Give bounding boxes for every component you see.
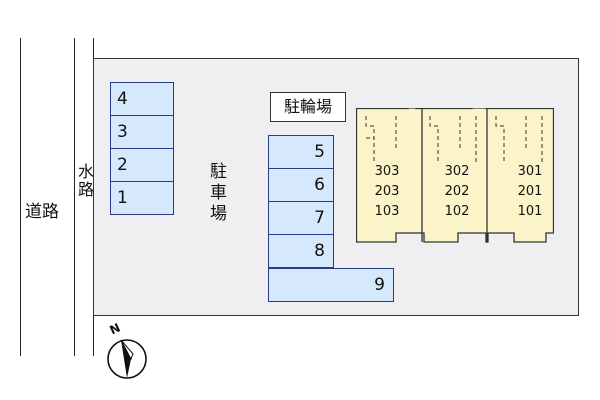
- stall-number: 8: [314, 241, 325, 261]
- stall-number: 1: [117, 188, 128, 208]
- parking-stall-3: 3: [110, 115, 174, 149]
- bicycle-parking-label: 駐輪場: [270, 92, 346, 122]
- room-number: 102: [444, 204, 470, 219]
- north-arrow-icon: [107, 339, 147, 379]
- stall-number: 5: [314, 142, 325, 162]
- parking-label: 駐車場: [206, 162, 226, 225]
- interior-dashes: [365, 116, 543, 163]
- apartment-building: [356, 108, 554, 243]
- parking-stall-1: 1: [110, 181, 174, 215]
- room-number: 303: [374, 164, 400, 179]
- parking-stall-9: 9: [268, 268, 394, 302]
- room-number: 203: [374, 184, 400, 199]
- stall-number: 4: [117, 89, 128, 109]
- parking-stall-8: 8: [268, 234, 334, 268]
- room-number: 101: [517, 204, 543, 219]
- room-number: 201: [517, 184, 543, 199]
- building-footprint: [356, 108, 554, 243]
- stall-number: 9: [374, 275, 385, 295]
- room-number: 202: [444, 184, 470, 199]
- stall-number: 2: [117, 155, 128, 175]
- parking-stall-4: 4: [110, 82, 174, 116]
- parking-stall-2: 2: [110, 148, 174, 182]
- room-column-2: 302 202 102: [439, 162, 475, 222]
- parking-stall-6: 6: [268, 168, 334, 202]
- road-label-horizontal: 道路: [25, 202, 59, 222]
- room-column-3: 301 201 101: [512, 162, 548, 222]
- stall-number: 7: [314, 208, 325, 228]
- parking-stall-5: 5: [268, 135, 334, 169]
- road-edge-right: [74, 38, 75, 356]
- stall-number: 3: [117, 122, 128, 142]
- waterway-label: 水路: [75, 163, 94, 199]
- room-number: 103: [374, 204, 400, 219]
- road-edge-left: [20, 38, 21, 356]
- room-column-1: 303 203 103: [369, 162, 405, 222]
- room-number: 302: [444, 164, 470, 179]
- stall-number: 6: [314, 175, 325, 195]
- room-number: 301: [517, 164, 543, 179]
- parking-stall-7: 7: [268, 201, 334, 235]
